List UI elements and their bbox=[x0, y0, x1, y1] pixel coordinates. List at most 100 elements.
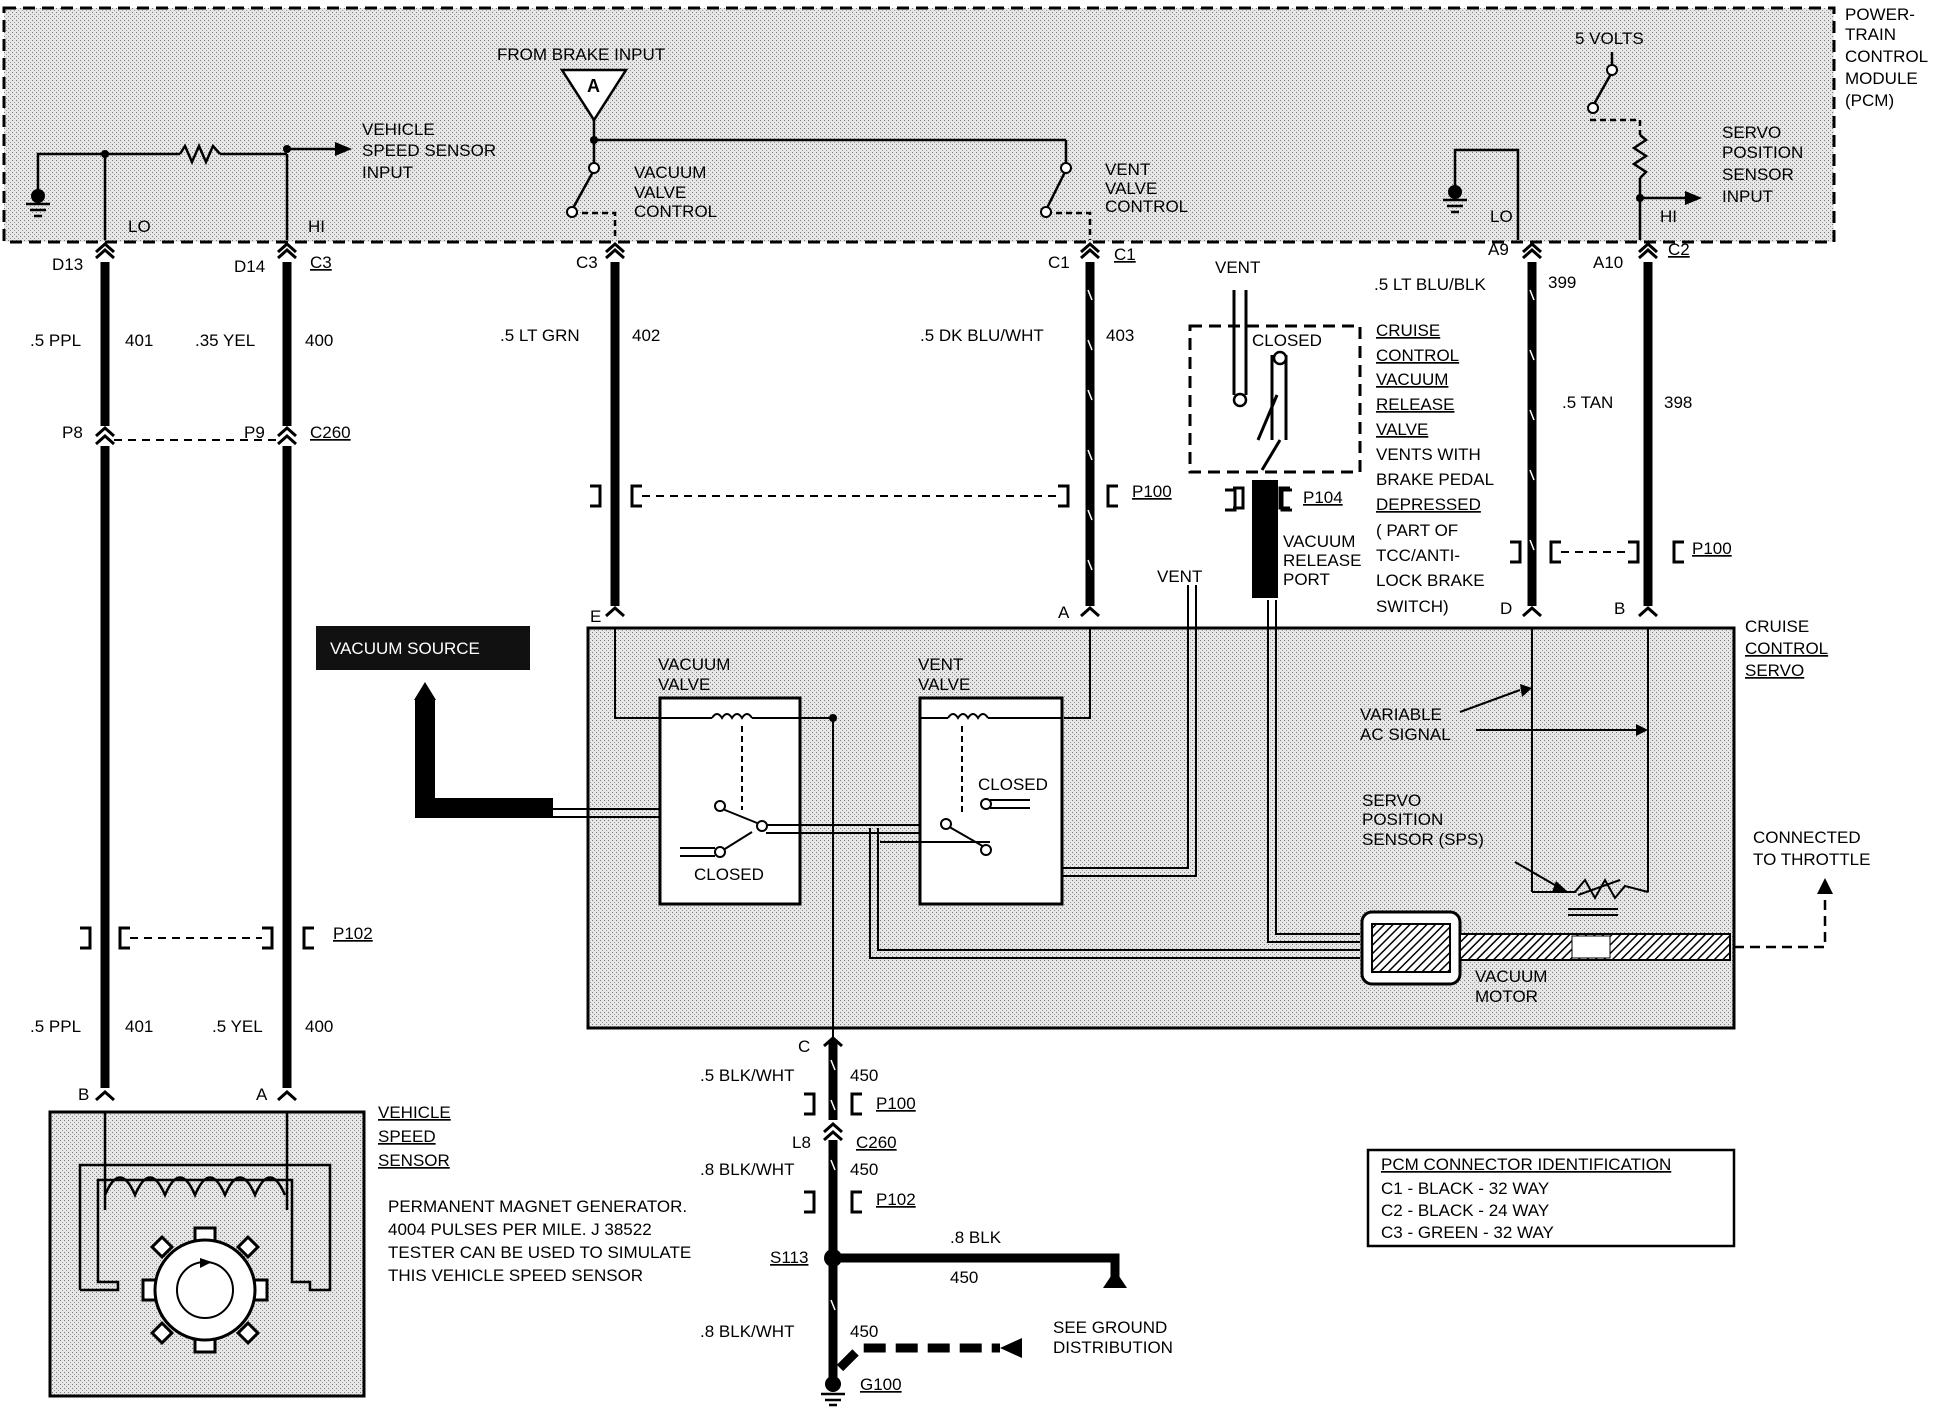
rv-note-2: BRAKE PEDAL bbox=[1376, 470, 1494, 489]
ground-icon bbox=[1443, 198, 1467, 214]
node-dot bbox=[829, 714, 837, 722]
see-ground-1: SEE GROUND bbox=[1053, 1318, 1167, 1337]
throttle-link bbox=[1734, 892, 1827, 949]
pin-c3-b: C3 bbox=[576, 253, 598, 272]
sps-input-circuit bbox=[1453, 52, 1685, 240]
vss-title-2: SPEED bbox=[378, 1127, 436, 1146]
wire-450d-color: .8 BLK/WHT bbox=[700, 1322, 794, 1341]
conn-l8: L8 bbox=[792, 1133, 811, 1152]
sps-input-label-3: SENSOR bbox=[1722, 165, 1794, 184]
rv-port-2: RELEASE bbox=[1283, 551, 1361, 570]
conn-c260: C260 bbox=[310, 423, 351, 442]
switch-contact bbox=[588, 162, 600, 174]
node-dot bbox=[590, 136, 598, 144]
pin-a10: A10 bbox=[1593, 253, 1623, 272]
conn-p8: P8 bbox=[62, 423, 83, 442]
wire-401b-num: 401 bbox=[125, 1017, 153, 1036]
pcm-connector-id-table: PCM CONNECTOR IDENTIFICATION C1 - BLACK … bbox=[1366, 1148, 1736, 1248]
conn-d: D bbox=[1500, 599, 1512, 618]
pin-d13: D13 bbox=[52, 255, 83, 274]
wire-399-color: .5 LT BLU/BLK bbox=[1374, 275, 1486, 294]
wire-403-color: .5 DK BLU/WHT bbox=[920, 326, 1044, 345]
pin-d14: D14 bbox=[234, 257, 265, 276]
sps-input-label-1: SERVO bbox=[1722, 123, 1781, 142]
pin-chevrons bbox=[95, 241, 1658, 1142]
sps-input-label-2: POSITION bbox=[1722, 143, 1803, 162]
wire-400-num: 400 bbox=[305, 331, 333, 350]
conn-p102-b: P102 bbox=[876, 1190, 916, 1209]
vss-input-label-1: VEHICLE bbox=[362, 120, 435, 139]
pin-c1-b: C1 bbox=[1114, 245, 1136, 264]
wire-450b-num: 450 bbox=[850, 1160, 878, 1179]
wire-401-color: .5 PPL bbox=[30, 331, 81, 350]
p102-connector-row bbox=[80, 926, 314, 950]
vss-input-circuit bbox=[36, 142, 335, 240]
rv-desc-2: CONTROL bbox=[1376, 346, 1459, 365]
rv-vent2-label: VENT bbox=[1157, 567, 1202, 586]
vss-note-2: 4004 PULSES PER MILE. J 38522 bbox=[388, 1220, 652, 1239]
rv-desc-5: VALVE bbox=[1376, 420, 1428, 439]
wire-398-color: .5 TAN bbox=[1562, 393, 1613, 412]
pcm-module: POWER- TRAIN CONTROL MODULE (PCM) bbox=[2, 5, 1928, 244]
valve-control-circuit bbox=[570, 120, 1092, 240]
vacuum-motor: VACUUM MOTOR bbox=[1360, 910, 1731, 1006]
rv-note-5: TCC/ANTI- bbox=[1376, 546, 1460, 565]
vacuum-valve-closed: CLOSED bbox=[694, 865, 764, 884]
wire-401b-color: .5 PPL bbox=[30, 1017, 81, 1036]
vss-note-4: THIS VEHICLE SPEED SENSOR bbox=[388, 1266, 643, 1285]
sps-input-arrow bbox=[1685, 191, 1702, 205]
wire-402-num: 402 bbox=[632, 326, 660, 345]
rv-note-3: DEPRESSED bbox=[1376, 495, 1481, 514]
pcm-title-2: TRAIN bbox=[1845, 25, 1896, 44]
servo-title-3: SERVO bbox=[1745, 661, 1804, 680]
wire-450d-num: 450 bbox=[850, 1322, 878, 1341]
vacuum-valve-control-2: VALVE bbox=[634, 183, 686, 202]
vent-valve-label-2: VALVE bbox=[918, 675, 970, 694]
wire-401-num: 401 bbox=[125, 331, 153, 350]
vent-valve-control-1: VENT bbox=[1105, 160, 1150, 179]
pcm-id-title: PCM CONNECTOR IDENTIFICATION bbox=[1381, 1155, 1671, 1174]
vehicle-speed-sensor bbox=[48, 1110, 366, 1398]
five-volts-label: 5 VOLTS bbox=[1575, 29, 1644, 48]
release-valve: VENT CLOSED bbox=[1188, 258, 1362, 598]
see-ground-2: DISTRIBUTION bbox=[1053, 1338, 1173, 1357]
sps-arrow bbox=[1514, 861, 1561, 889]
wire-398-num: 398 bbox=[1664, 393, 1692, 412]
pin-c1-a: C1 bbox=[1048, 253, 1070, 272]
rv-note-1: VENTS WITH bbox=[1376, 445, 1481, 464]
pin-a9: A9 bbox=[1488, 240, 1509, 259]
vss-title-1: VEHICLE bbox=[378, 1103, 451, 1122]
vss-note-3: TESTER CAN BE USED TO SIMULATE bbox=[388, 1243, 691, 1262]
rv-note-6: LOCK BRAKE bbox=[1376, 571, 1485, 590]
vacuum-source-box bbox=[316, 626, 530, 670]
conn-p100-b: P100 bbox=[1692, 539, 1732, 558]
rv-desc-3: VACUUM bbox=[1376, 370, 1448, 389]
throttle-label-2: TO THROTTLE bbox=[1753, 850, 1870, 869]
rv-desc-4: RELEASE bbox=[1376, 395, 1454, 414]
servo-title-1: CRUISE bbox=[1745, 617, 1809, 636]
rv-note-4: ( PART OF bbox=[1376, 521, 1458, 540]
wire-harness bbox=[100, 262, 1653, 1380]
vss-note-1: PERMANENT MAGNET GENERATOR. bbox=[388, 1197, 687, 1216]
ground-dot bbox=[1448, 185, 1462, 199]
rv-port-3: PORT bbox=[1283, 570, 1330, 589]
conn-p102-a: P102 bbox=[333, 924, 373, 943]
hi2-label: HI bbox=[1660, 207, 1677, 226]
wire-450c-num: 450 bbox=[950, 1268, 978, 1287]
conn-b: B bbox=[1614, 599, 1625, 618]
vent-valve-control-2: VALVE bbox=[1105, 179, 1157, 198]
conn-e: E bbox=[590, 607, 601, 626]
ground-g100-dot bbox=[825, 1376, 841, 1392]
rv-vent-label: VENT bbox=[1215, 258, 1260, 277]
vacuum-source-label: VACUUM SOURCE bbox=[330, 639, 480, 658]
throttle-arrow bbox=[1817, 878, 1833, 894]
conn-c260-b: C260 bbox=[856, 1133, 897, 1152]
wire-400-color: .35 YEL bbox=[195, 331, 255, 350]
throttle-label-1: CONNECTED bbox=[1753, 828, 1861, 847]
pin-c2: C2 bbox=[1668, 240, 1690, 259]
conn-p100-c: P100 bbox=[876, 1094, 916, 1113]
sps-tap bbox=[1568, 879, 1621, 916]
vent-valve-label-1: VENT bbox=[918, 655, 963, 674]
p100-connector-row bbox=[590, 484, 1684, 564]
